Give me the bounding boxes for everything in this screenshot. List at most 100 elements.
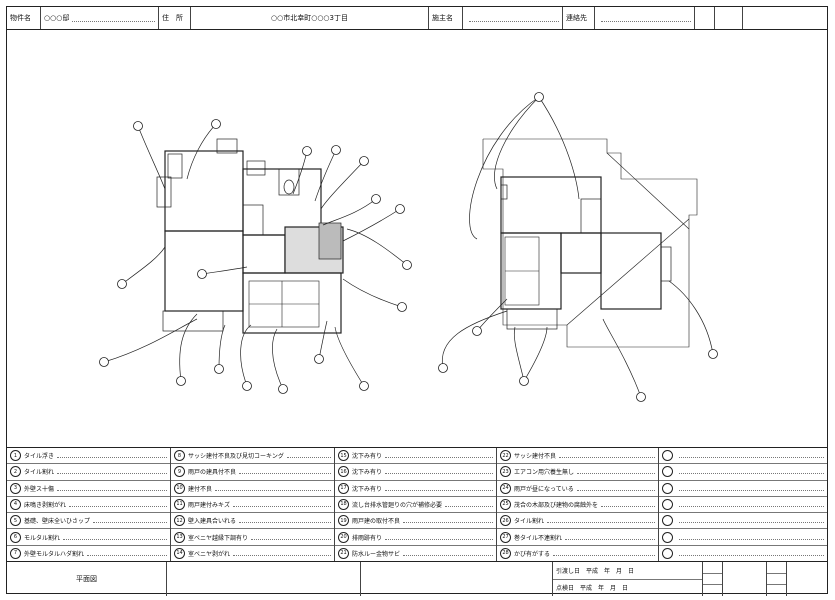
legend-number-marker: 20 bbox=[338, 531, 349, 543]
legend-text: 雨戸が昼になっている bbox=[514, 485, 574, 493]
legend-text: タイル浮き bbox=[24, 453, 55, 461]
legend-number-marker: 14 bbox=[174, 547, 185, 559]
legend-item bbox=[659, 513, 827, 530]
legend-text: 流し台排水管廻りの穴が補修必要 bbox=[352, 501, 443, 509]
callout-markers bbox=[99, 92, 718, 402]
stamp-column-b bbox=[767, 562, 787, 596]
legend-text: タイル割れ bbox=[24, 469, 55, 477]
legend-text: 壁入建具合いれる bbox=[188, 518, 237, 526]
legend-item bbox=[659, 546, 827, 562]
legend-number-marker: 18 bbox=[338, 498, 349, 510]
inspection-date-label: 点検日 bbox=[556, 585, 575, 593]
owner-field: ○○○邸 bbox=[41, 7, 159, 29]
address-field: ○○市北幸町○○○3丁目 bbox=[191, 7, 429, 29]
legend-text: サッシ建付不良及び見切コーキング bbox=[188, 453, 284, 461]
drawing-sheet: 物件名 ○○○邸 住 所 ○○市北幸町○○○3丁目 施主名 連絡先 bbox=[6, 6, 828, 596]
handover-date-label: 引渡し日 bbox=[556, 567, 581, 575]
legend-number-marker: 12 bbox=[174, 515, 185, 527]
stamp-box-b bbox=[787, 562, 827, 596]
legend-text: モルタル割れ bbox=[24, 534, 61, 542]
legend-number-marker: 28 bbox=[500, 547, 511, 559]
stamp-column-a bbox=[703, 562, 723, 596]
contact-label: 連絡先 bbox=[563, 7, 595, 29]
ground-floor-plan bbox=[156, 138, 344, 334]
footer-blank-b bbox=[361, 562, 553, 596]
legend-text: 茂合の木部及び建物の腐蝕外を bbox=[514, 501, 599, 509]
legend-number-marker: 25 bbox=[500, 498, 511, 510]
inspection-date-row: 点検日平成年 月 日 bbox=[553, 580, 702, 597]
builder-field bbox=[463, 7, 563, 29]
legend-number-marker: 21 bbox=[338, 547, 349, 559]
owner-label: 物件名 bbox=[7, 7, 41, 29]
legend-number-marker: 9 bbox=[174, 466, 185, 478]
legend-number-marker: 19 bbox=[338, 515, 349, 527]
legend-number-marker bbox=[662, 482, 673, 494]
legend-number-marker bbox=[662, 466, 673, 478]
legend-item bbox=[659, 448, 827, 465]
legend-number-marker: 5 bbox=[10, 515, 21, 527]
address-label: 住 所 bbox=[159, 7, 191, 29]
legend-text: 外壁ス十傷 bbox=[24, 485, 55, 493]
legend-text: 建付不良 bbox=[188, 485, 213, 493]
legend-text: 室ベニヤ越縁下調有り bbox=[188, 534, 249, 542]
legend-item bbox=[659, 481, 827, 497]
legend-number-marker: 17 bbox=[338, 482, 349, 494]
inspection-date-era: 平成 bbox=[580, 585, 593, 593]
legend-column bbox=[659, 448, 827, 562]
legend-number-marker: 26 bbox=[500, 515, 511, 527]
legend-text: 床鳴き剥割がれ bbox=[24, 501, 67, 509]
legend-text: 室ベニヤ剥がれ bbox=[188, 550, 231, 558]
legend-number-marker: 24 bbox=[500, 482, 511, 494]
stamp-box-a bbox=[723, 562, 767, 596]
legend-text: エアコン用穴養生無し bbox=[514, 469, 575, 477]
legend-item bbox=[659, 497, 827, 514]
title-block-header: 物件名 ○○○邸 住 所 ○○市北幸町○○○3丁目 施主名 連絡先 bbox=[7, 7, 827, 30]
legend-text: 沈下み有り bbox=[352, 453, 383, 461]
legend-number-marker: 27 bbox=[500, 531, 511, 543]
upper-floor-plan bbox=[482, 138, 698, 348]
legend-number-marker: 15 bbox=[338, 450, 349, 462]
legend-text: かび有がする bbox=[514, 550, 551, 558]
legend-number-marker: 13 bbox=[174, 531, 185, 543]
legend-number-marker: 23 bbox=[500, 466, 511, 478]
legend-text: 雨戸の建具付不良 bbox=[188, 469, 237, 477]
title-block-footer: 平面図 引渡し日平成年 月 日 点検日平成年 月 日 bbox=[7, 561, 827, 596]
floor-plan-area bbox=[7, 29, 827, 447]
legend-number-marker: 11 bbox=[174, 498, 185, 510]
header-cell-b bbox=[715, 7, 743, 29]
address-value: ○○市北幸町○○○3丁目 bbox=[271, 14, 348, 22]
legend-text: 防水ルー金物サビ bbox=[352, 550, 401, 558]
footer-blank-a bbox=[167, 562, 361, 596]
legend-number-marker: 10 bbox=[174, 482, 185, 494]
legend-text: 巻タイル不連割れ bbox=[514, 534, 563, 542]
floor-plans-svg bbox=[99, 92, 718, 402]
legend-text: タイル割れ bbox=[514, 518, 545, 526]
handover-date-row: 引渡し日平成年 月 日 bbox=[553, 562, 702, 580]
leader-lines bbox=[103, 96, 714, 398]
builder-label: 施主名 bbox=[429, 7, 463, 29]
legend-number-marker: 16 bbox=[338, 466, 349, 478]
legend-item bbox=[659, 529, 827, 546]
